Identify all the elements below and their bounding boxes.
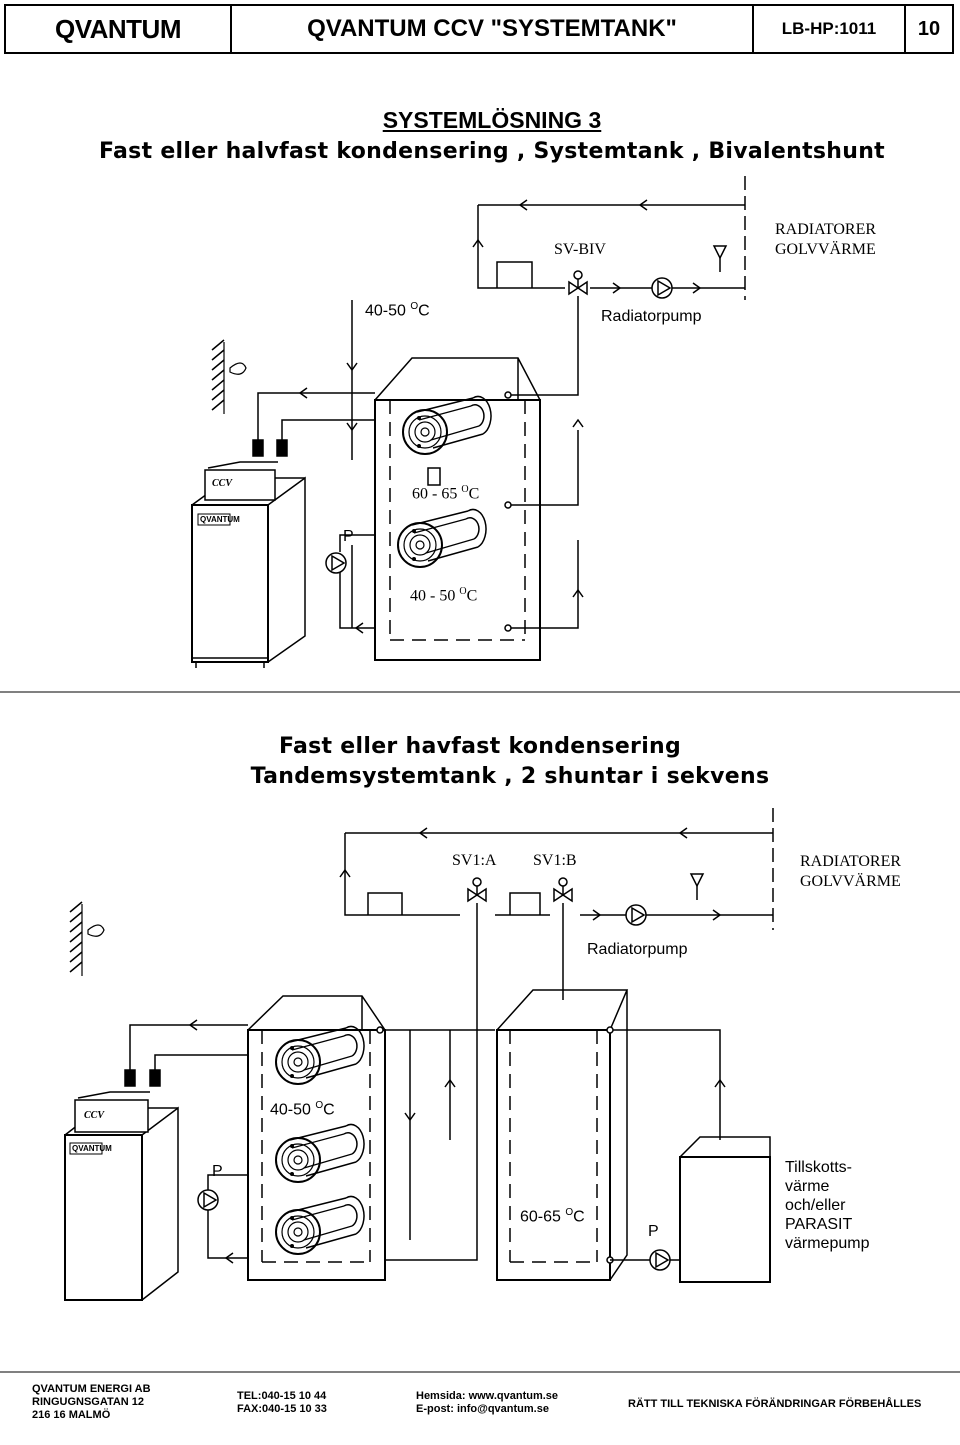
ccv-display-label-2: CCV: [84, 1110, 105, 1121]
document-title: QVANTUM CCV "SYSTEMTANK": [307, 15, 677, 42]
aux-line-1: Tillskotts-: [785, 1159, 852, 1176]
aux-heat-label: Tillskotts- värme och/eller PARASIT värm…: [785, 1158, 869, 1253]
ccv-display-label: CCV: [212, 478, 233, 489]
unit-brand-label: QVANTUM: [200, 515, 240, 524]
radiatorer-label-2: RADIATORER: [800, 853, 902, 870]
radiatorer-label: RADIATORER: [775, 221, 877, 238]
footer-company: QVANTUM ENERGI AB RINGUGNSGATAN 12 216 1…: [32, 1383, 151, 1422]
tank-top-temp-value: 60 - 65: [412, 485, 462, 503]
tank-top-temp-label: 60 - 65 OC: [412, 484, 480, 503]
tank1-temp-value: 40-50: [270, 1101, 316, 1119]
section1-title: SYSTEMLÖSNING 3: [382, 107, 602, 133]
document-code: LB-HP:1011: [781, 19, 877, 38]
tank-bottom-temp-label: 40 - 50 OC: [410, 586, 478, 605]
footer-company-name: QVANTUM ENERGI AB: [32, 1383, 151, 1395]
aux-line-5: värmepump: [785, 1235, 870, 1252]
golvvarme-label-2: GOLVVÄRME: [800, 873, 901, 890]
footer-web: Hemsida: www.qvantum.se E-post: info@qva…: [416, 1390, 558, 1416]
footer-email-link[interactable]: E-post: info@qvantum.se: [416, 1403, 549, 1415]
footer-company-street: RINGUGNSGATAN 12: [32, 1396, 145, 1408]
footer-tel: TEL:040-15 10 44: [237, 1390, 327, 1402]
diagram-1: [191, 176, 746, 668]
supply-temp-unit: C: [418, 302, 430, 320]
footer-fax: FAX:040-15 10 33: [237, 1403, 327, 1415]
footer-notice: RÄTT TILL TEKNISKA FÖRÄNDRINGAR FÖRBEHÅL…: [628, 1398, 922, 1410]
header-title-cell: QVANTUM CCV "SYSTEMTANK": [232, 6, 754, 52]
footer-company-city: 216 16 MALMÖ: [32, 1409, 111, 1421]
valve-sv1b-label: SV1:B: [533, 852, 577, 869]
golvvarme-label: GOLVVÄRME: [775, 241, 876, 258]
charge-pump-label-2: P: [212, 1163, 223, 1180]
valve-sv1a-label: SV1:A: [452, 852, 497, 869]
brand-logo: QVANTUM: [54, 13, 182, 44]
aux-line-2: värme: [785, 1178, 830, 1195]
charge-pump-label: P: [343, 528, 354, 545]
header-code-cell: LB-HP:1011: [754, 6, 906, 52]
aux-line-3: och/eller: [785, 1197, 846, 1214]
aux-line-4: PARASIT: [785, 1216, 853, 1233]
tank-bottom-temp-value: 40 - 50: [410, 587, 460, 605]
header-bar: QVANTUM QVANTUM CCV "SYSTEMTANK" LB-HP:1…: [4, 4, 954, 54]
header-logo-cell: QVANTUM: [6, 6, 232, 52]
footer-website-link[interactable]: Hemsida: www.qvantum.se: [416, 1390, 559, 1402]
diagram-2: [64, 808, 774, 1301]
section1-subtitle: Fast eller halvfast kondensering , Syste…: [98, 139, 885, 164]
tank1-temp-label: 40-50 OC: [270, 1100, 335, 1119]
tank2-temp-unit: C: [573, 1208, 585, 1226]
supply-temp-value: 40-50: [365, 302, 411, 320]
supply-temp-label: 40-50 OC: [365, 301, 430, 320]
header-page-cell: 10: [906, 6, 952, 52]
tank1-temp-unit: C: [323, 1101, 335, 1119]
tank-bottom-temp-unit: C: [466, 587, 478, 605]
radiator-pump-label: Radiatorpump: [601, 308, 702, 325]
tank2-temp-label: 60-65 OC: [520, 1207, 585, 1226]
tank-top-temp-unit: C: [468, 485, 480, 503]
page-number: 10: [917, 17, 941, 40]
footer-phone: TEL:040-15 10 44 FAX:040-15 10 33: [237, 1390, 327, 1416]
tank2-temp-value: 60-65: [520, 1208, 566, 1226]
valve-sv-biv-label: SV-BIV: [554, 241, 606, 258]
unit-brand-label-2: QVANTUM: [72, 1144, 112, 1153]
section2-subtitle: Tandemsystemtank , 2 shuntar i sekvens: [250, 764, 770, 789]
radiator-pump-label-2: Radiatorpump: [587, 941, 688, 958]
aux-pump-label: P: [648, 1223, 659, 1240]
section2-title: Fast eller havfast kondensering: [278, 734, 682, 759]
